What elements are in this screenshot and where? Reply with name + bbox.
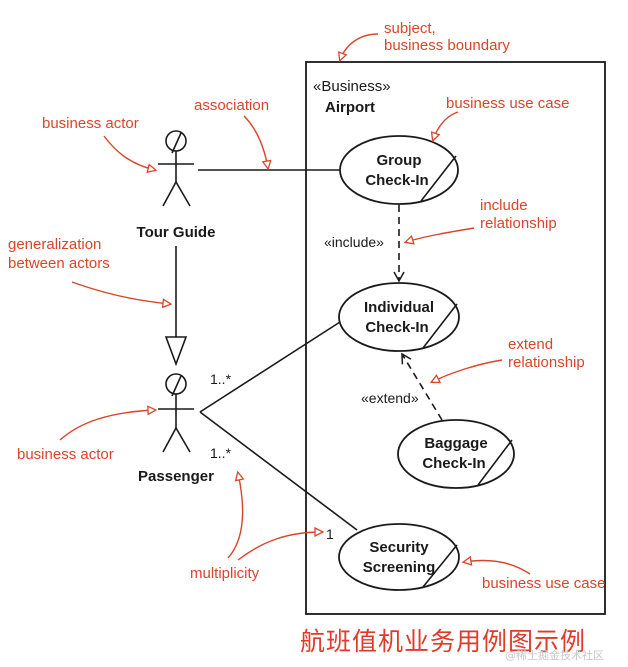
annotation-association: association	[194, 97, 269, 114]
extend-label: «extend»	[361, 390, 419, 406]
annotation-include-arrow	[406, 227, 475, 242]
annotation-multiplicity: multiplicity	[190, 565, 260, 582]
generalization-arrowhead	[164, 336, 188, 367]
individual-checkin-line1: Individual	[364, 299, 434, 316]
use-case-group-checkin: Group Check-In	[339, 135, 459, 205]
annotation-multiplicity-arrow-right	[237, 532, 322, 561]
use-case-baggage-checkin: Baggage Check-In	[397, 419, 515, 489]
baggage-checkin-line2: Check-In	[422, 455, 485, 472]
passenger-label: Passenger	[138, 468, 214, 485]
group-checkin-line1: Group	[377, 152, 422, 169]
annotation-extend-arrow	[432, 359, 503, 382]
tour-guide-actor	[158, 130, 194, 207]
annotation-include-line2: relationship	[480, 215, 557, 232]
include-label: «include»	[324, 234, 384, 250]
security-screening-line2: Screening	[363, 559, 436, 576]
annotation-generalization-arrow	[71, 281, 170, 304]
annotation-multiplicity-arrow-up	[227, 473, 243, 559]
baggage-checkin-line1: Baggage	[424, 435, 487, 452]
diagram-caption: 航班值机业务用例图示例	[300, 627, 587, 656]
annotation-subject-line1: subject,	[384, 20, 436, 37]
passenger-actor	[158, 373, 194, 453]
annotation-business-actor-top: business actor	[42, 115, 139, 132]
annotation-extend-line1: extend	[508, 336, 553, 353]
boundary-name: Airport	[325, 99, 375, 116]
multiplicity-lower: 1..*	[210, 445, 232, 461]
group-checkin-line2: Check-In	[365, 172, 428, 189]
annotation-association-arrow	[243, 115, 268, 168]
annotation-business-actor-top-arrow	[103, 135, 155, 170]
multiplicity-upper: 1..*	[210, 371, 232, 387]
annotation-business-use-case-bottom-arrow	[464, 561, 531, 575]
boundary-stereotype: «Business»	[313, 78, 391, 95]
multiplicity-security: 1	[326, 526, 334, 542]
annotation-business-actor-bottom-arrow	[59, 410, 155, 441]
business-boundary	[305, 61, 606, 615]
watermark-text: @稀土掘金技术社区	[505, 649, 604, 662]
use-case-security-screening: Security Screening	[338, 523, 460, 591]
annotation-business-use-case-top: business use case	[446, 95, 569, 112]
extend-dashed-line	[401, 352, 443, 421]
association-passenger-individual	[199, 321, 341, 413]
annotation-include-line1: include	[480, 197, 528, 214]
security-screening-line1: Security	[369, 539, 429, 556]
tour-guide-label: Tour Guide	[137, 224, 216, 241]
annotation-business-use-case-bottom: business use case	[482, 575, 605, 592]
individual-checkin-line2: Check-In	[365, 319, 428, 336]
annotation-subject-line2: business boundary	[384, 37, 510, 54]
association-passenger-security	[199, 411, 358, 531]
annotation-extend-line2: relationship	[508, 354, 585, 371]
annotation-business-actor-bottom: business actor	[17, 446, 114, 463]
annotation-subject-arrow	[340, 33, 379, 60]
use-case-individual-checkin: Individual Check-In	[338, 282, 460, 352]
annotation-generalization-line2: between actors	[8, 255, 110, 272]
annotation-business-use-case-top-arrow	[433, 111, 459, 140]
annotation-generalization-line1: generalization	[8, 236, 101, 253]
